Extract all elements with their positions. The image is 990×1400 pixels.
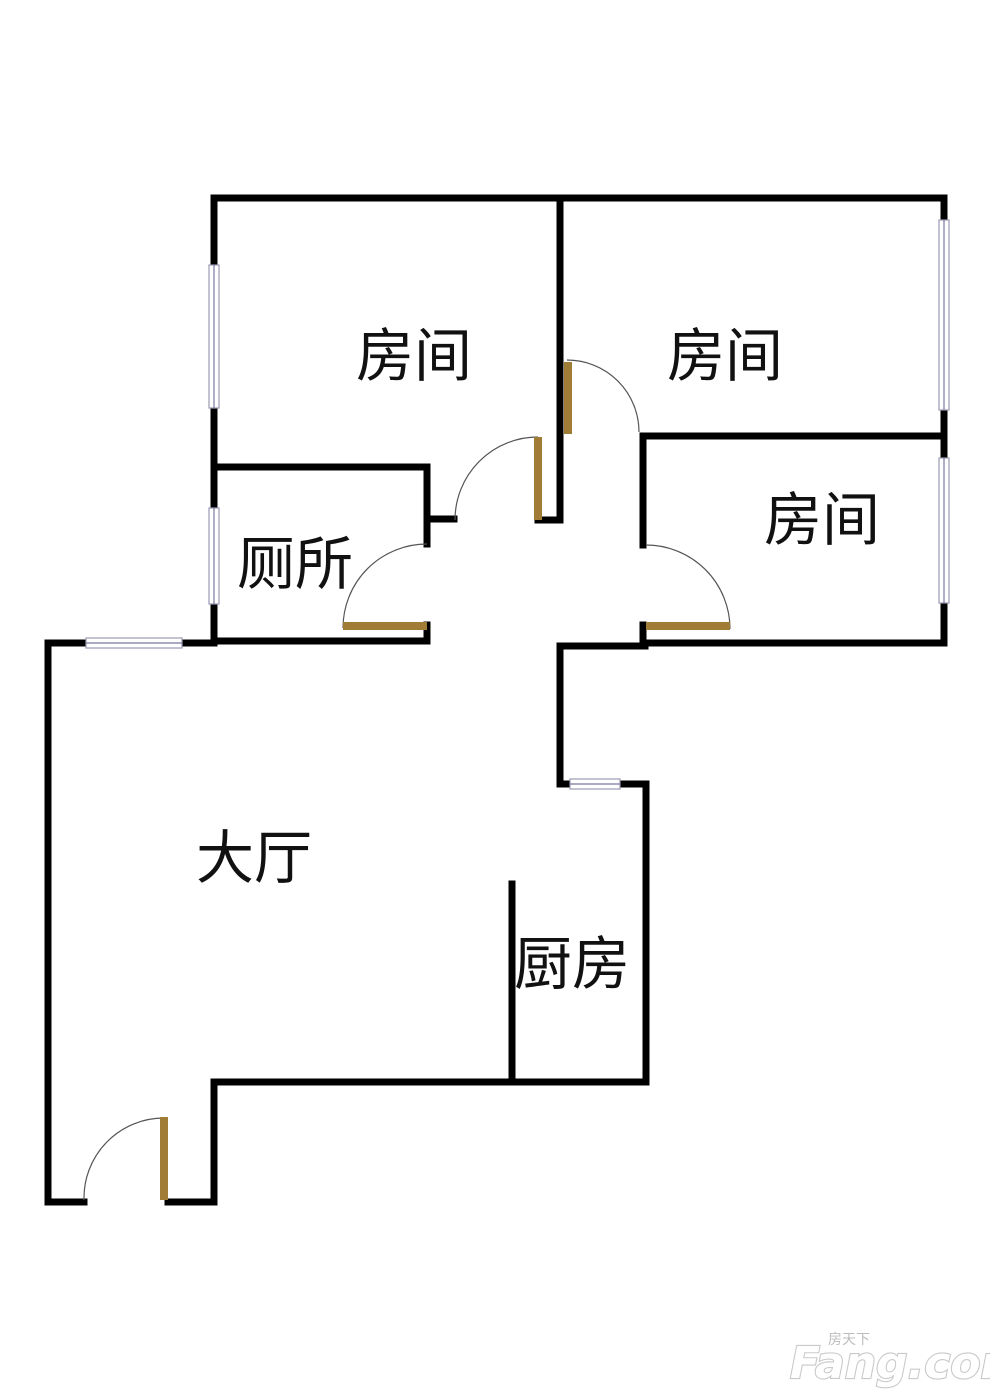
door-bedroom1 <box>454 436 542 521</box>
label-living-room: 大厅 <box>196 824 312 892</box>
door-bedroom3 <box>645 544 731 630</box>
door-bedroom2 <box>564 359 640 434</box>
label-toilet: 厕所 <box>237 530 353 598</box>
window-bedroom3 <box>938 457 950 604</box>
window-bedroom2 <box>938 219 950 411</box>
door-entry <box>83 1117 168 1201</box>
label-bedroom-3: 房间 <box>764 486 880 554</box>
room-labels: 房间 房间 房间 厕所 大厅 厨房 <box>196 322 880 998</box>
door-toilet <box>342 543 428 630</box>
watermark-brand: Fang.com <box>790 1338 990 1389</box>
window-living-room <box>85 637 183 649</box>
watermark-brand-small: 房天下 <box>828 1332 870 1348</box>
doors <box>83 359 731 1201</box>
window-kitchen <box>569 778 621 790</box>
label-bedroom-1: 房间 <box>356 322 472 390</box>
windows <box>85 219 950 790</box>
window-toilet <box>208 507 220 605</box>
label-bedroom-2: 房间 <box>667 322 783 390</box>
walls <box>44 194 948 1206</box>
watermark-logo: 房天下 Fang.com <box>789 1332 990 1390</box>
label-kitchen: 厨房 <box>514 930 630 998</box>
window-bedroom1 <box>208 264 220 409</box>
